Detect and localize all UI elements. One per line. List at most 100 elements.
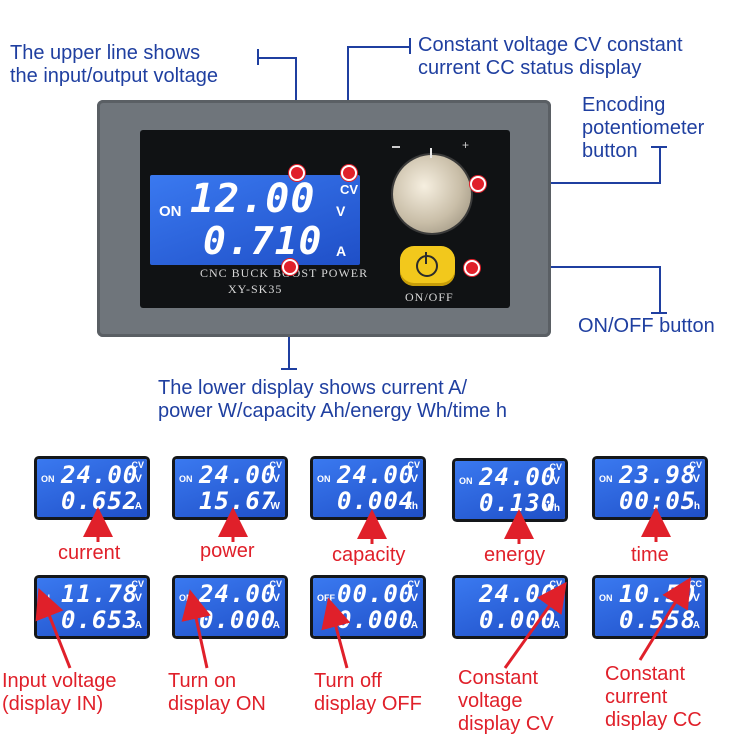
plus-icon: + xyxy=(462,138,470,152)
cv-cc-status-note: Constant voltage CV constant current CC … xyxy=(418,34,683,79)
lcd-lower-unit: A xyxy=(410,620,418,631)
lower-display-note: The lower display shows current A/ power… xyxy=(158,377,508,422)
lcd-mode: CV xyxy=(407,460,420,470)
lcd-upper-unit: V xyxy=(552,592,560,604)
lcd-upper-unit: V xyxy=(692,473,700,485)
lcd-mode: CV xyxy=(549,462,562,472)
lcd-lower-value: 0.004 xyxy=(337,487,415,515)
leader-line xyxy=(409,38,411,54)
power-icon-bar xyxy=(425,252,427,264)
lcd-status: IN ON xyxy=(41,593,55,612)
leader-line xyxy=(659,146,661,184)
lcd-lower-value: 0.000 xyxy=(479,606,557,634)
caption-row1-2: capacity xyxy=(332,544,406,566)
caption-row1-1: power xyxy=(200,540,255,562)
marker-dot xyxy=(282,259,298,275)
caption-row1-4: time xyxy=(631,544,669,566)
lcd-lower-value: 0.653 xyxy=(61,606,139,634)
lcd-lower-value: 0.558 xyxy=(619,606,697,634)
main-status: ON xyxy=(159,203,182,220)
lcd-upper-value: 23.98 xyxy=(619,461,697,489)
caption-row1-3: energy xyxy=(484,544,546,566)
lcd-lower-value: 0.652 xyxy=(61,487,139,515)
caption-row2-1: Turn on display ON xyxy=(168,670,266,715)
lcd-lower-unit: h xyxy=(693,501,700,512)
lcd-mode: CV xyxy=(269,579,282,589)
lcd-status: ON xyxy=(459,476,473,486)
leader-line xyxy=(484,182,660,184)
caption-row2-2: Turn off display OFF xyxy=(314,670,422,715)
caption-row2-4: Constant current display CC xyxy=(605,663,702,731)
power-icon xyxy=(416,255,438,277)
leader-line xyxy=(474,266,660,268)
main-lcd xyxy=(150,175,360,265)
caption-row2-0: Input voltage (display IN) xyxy=(2,670,117,715)
lcd-status: ON xyxy=(599,474,613,484)
encoder-note: Encoding potentiometer button xyxy=(582,94,705,162)
silk-line1: CNC BUCK BOOST POWER xyxy=(200,266,369,280)
leader-line xyxy=(348,46,410,48)
lcd-upper-value: 24.00 xyxy=(199,580,277,608)
lcd-upper-unit: V xyxy=(134,592,142,604)
caption-row2-3: Constant voltage display CV xyxy=(458,667,554,735)
marker-dot xyxy=(341,165,357,181)
onoff-button-note: ON/OFF button xyxy=(578,315,715,337)
leader-line xyxy=(281,368,297,370)
lcd-upper-value: 00.00 xyxy=(337,580,415,608)
lcd-mode: CC xyxy=(689,579,702,589)
main-upper-unit: V xyxy=(336,203,346,219)
lcd-lower-unit: A xyxy=(692,620,700,631)
leader-line xyxy=(651,312,667,314)
main-mode: CV xyxy=(340,182,359,197)
leader-line xyxy=(659,266,661,313)
caption-row1-0: current xyxy=(58,542,121,564)
lcd-upper-unit: V xyxy=(552,475,560,487)
lcd-lower-unit: A xyxy=(552,620,560,631)
leader-line xyxy=(651,146,667,148)
button-label: ON/OFF xyxy=(405,290,454,304)
silk-line2: XY-SK35 xyxy=(228,282,283,296)
lcd-status: ON xyxy=(599,593,613,603)
lcd-mode: CV xyxy=(131,460,144,470)
lcd-mode: CV xyxy=(131,579,144,589)
encoder-knob[interactable] xyxy=(393,155,471,233)
marker-dot xyxy=(289,165,305,181)
lcd-upper-value: 11.78 xyxy=(61,580,139,608)
lcd-status: ON xyxy=(41,474,55,484)
lcd-lower-unit: A xyxy=(134,501,142,512)
upper-line-note: The upper line shows the input/output vo… xyxy=(10,42,218,87)
lcd-upper-value: 10.50 xyxy=(619,580,697,608)
lcd-lower-unit: Ah xyxy=(404,501,418,512)
knob-indicator xyxy=(430,148,432,158)
lcd-upper-value: 24.00 xyxy=(337,461,415,489)
lcd-upper-unit: V xyxy=(272,592,280,604)
leader-line xyxy=(257,49,259,65)
lcd-status: ON xyxy=(179,593,193,603)
lcd-upper-value: 24.00 xyxy=(61,461,139,489)
lcd-mode: CV xyxy=(407,579,420,589)
marker-dot xyxy=(464,260,480,276)
lcd-lower-value: 0.000 xyxy=(199,606,277,634)
lcd-mode: CV xyxy=(269,460,282,470)
minus-icon xyxy=(392,146,400,148)
lcd-upper-unit: V xyxy=(134,473,142,485)
lcd-upper-unit: V xyxy=(410,473,418,485)
lcd-status: ON xyxy=(179,474,193,484)
lcd-lower-value: 0.000 xyxy=(337,606,415,634)
main-upper-value: 12.00 xyxy=(190,176,316,222)
lcd-upper-unit: V xyxy=(692,592,700,604)
lcd-mode: CV xyxy=(549,579,562,589)
lcd-upper-value: 24.00 xyxy=(479,580,557,608)
lcd-lower-unit: W xyxy=(270,501,280,512)
lcd-upper-value: 24.00 xyxy=(479,463,557,491)
lcd-upper-value: 24.00 xyxy=(199,461,277,489)
